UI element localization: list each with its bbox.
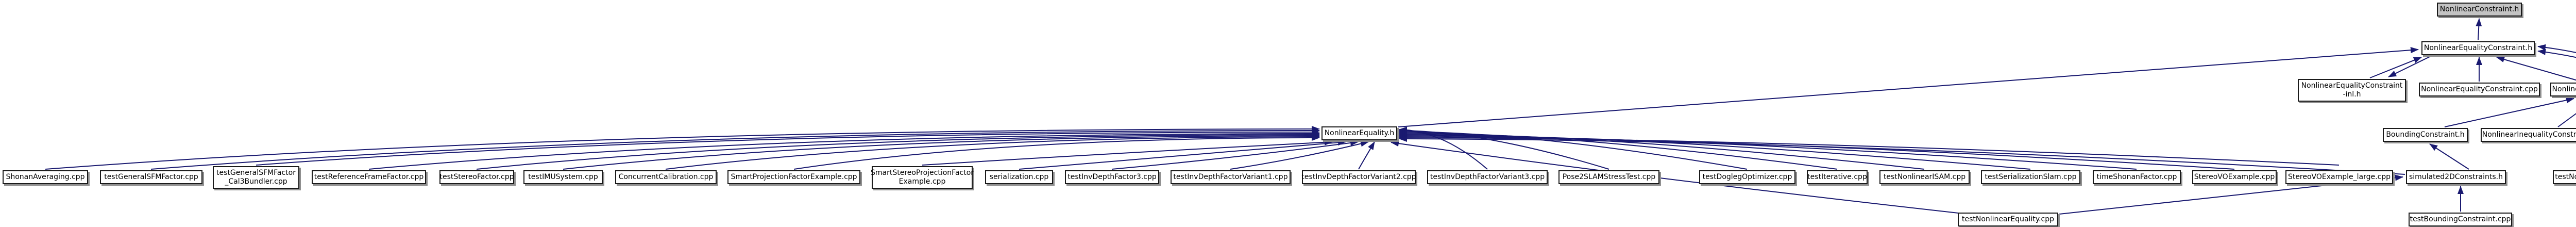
graph-node-tbc_cpp[interactable]: testBoundingConstraint.cpp [2409, 213, 2512, 226]
edge-f21-to-ne_h [1399, 134, 2235, 170]
edge-f02-to-ne_h [150, 127, 1320, 170]
graph-node-ne_h[interactable]: NonlinearEquality.h [1321, 126, 1397, 140]
edge-f06-to-ne_h [563, 133, 1320, 170]
graph-node-f17[interactable]: testIterative.cpp [1807, 170, 1868, 184]
graph-node-tne_cpp[interactable]: testNonlinearEquality.cpp [1958, 213, 2058, 226]
edge-f19-to-ne_h [1399, 132, 2031, 170]
edge-f23-to-bc_h [2429, 143, 2469, 170]
dependency-edges [45, 18, 2576, 215]
edge-bc_h-to-nineqc_h [2444, 97, 2574, 127]
graph-node-f23[interactable]: simulated2DConstraints.h [2406, 170, 2506, 184]
edge-f08-to-ne_h [793, 135, 1320, 170]
graph-node-f01[interactable]: ShonanAveraging.cpp [3, 170, 88, 184]
graph-node-f04[interactable]: testReferenceFrameFactor.cpp [312, 170, 426, 184]
graph-node-f14[interactable]: testInvDepthFactorVariant3.cpp [1427, 170, 1548, 184]
edge-f07-to-ne_h [665, 134, 1320, 170]
edge-nineqc_h-to-neqc_h [2496, 56, 2576, 81]
graph-node-f21[interactable]: StereoVOExample.cpp [2192, 170, 2277, 184]
edge-nineqc_cpp-to-nineqc_h [2557, 113, 2576, 127]
edge-f09-to-ne_h [922, 139, 1333, 166]
graph-node-f12[interactable]: testInvDepthFactorVariant1.cpp [1171, 170, 1291, 184]
graph-node-f08[interactable]: SmartProjectionFactorExample.cpp [727, 170, 860, 184]
edge-f22-to-ne_h [1399, 135, 2340, 166]
edge-neqc_inl-to-neqc_h [2369, 57, 2422, 78]
edge-f03-to-ne_h [256, 129, 1320, 166]
edge-f12-to-ne_h [1230, 140, 1369, 170]
edge-f13-to-ne_h [1358, 141, 1375, 170]
graph-node-f19[interactable]: testSerializationSlam.cpp [1981, 170, 2080, 184]
graph-node-neqc_h[interactable]: NonlinearEqualityConstraint.h [2421, 41, 2535, 55]
edge-neqc_h-to-neqc_inl [2388, 56, 2431, 77]
graph-node-nineqc_cpp[interactable]: NonlinearInequalityConstraint.cpp [2481, 128, 2576, 142]
edge-f05-to-ne_h [476, 132, 1320, 170]
graph-node-f22[interactable]: StereoVOExample_large.cpp [2285, 170, 2393, 184]
graph-node-nc_h: NonlinearConstraint.h [2437, 3, 2522, 17]
edge-neqc_h-to-nc_h [2476, 18, 2482, 41]
graph-node-f16[interactable]: testDoglegOptimizer.cpp [1699, 170, 1795, 184]
graph-node-f07[interactable]: ConcurrentCalibration.cpp [615, 170, 717, 184]
graph-node-f20[interactable]: timeShonanFactor.cpp [2093, 170, 2181, 184]
edge-ne_h-to-neqc_h [1398, 47, 2419, 127]
graph-node-f13[interactable]: testInvDepthFactorVariant2.cpp [1301, 170, 1416, 184]
graph-node-neqc_cpp[interactable]: NonlinearEqualityConstraint.cpp [2419, 83, 2540, 96]
graph-node-nineqc_h[interactable]: NonlinearInequalityConstraint.h [2550, 83, 2576, 96]
edge-f23-to-ne_h [1399, 136, 2405, 175]
edge-f10-to-ne_h [1019, 139, 1346, 170]
graph-node-f18[interactable]: testNonlinearISAM.cpp [1879, 170, 1970, 184]
graph-node-f09[interactable]: SmartStereoProjectionFactor Example.cpp [871, 166, 974, 189]
edge-f20-to-ne_h [1399, 133, 2137, 170]
graph-node-f15[interactable]: Pose2SLAMStressTest.cpp [1558, 170, 1659, 184]
graph-node-f10[interactable]: serialization.cpp [985, 170, 1053, 184]
edge-f15-to-ne_h [1399, 127, 1609, 170]
edge-f01-to-ne_h [45, 126, 1320, 170]
edge-f04-to-ne_h [368, 131, 1320, 170]
graph-node-bc_h[interactable]: BoundingConstraint.h [2383, 128, 2468, 142]
graph-node-f11[interactable]: testInvDepthFactor3.cpp [1065, 170, 1159, 184]
graph-node-neqc_inl[interactable]: NonlinearEqualityConstraint -inl.h [2298, 79, 2406, 102]
graph-node-f06[interactable]: testIMUSystem.cpp [523, 170, 603, 184]
edge-f18-to-ne_h [1399, 131, 1925, 170]
graph-node-f02[interactable]: testGeneralSFMFactor.cpp [100, 170, 202, 184]
graph-node-f03[interactable]: testGeneralSFMFactor _Cal3Bundler.cpp [213, 166, 299, 189]
edge-f11-to-ne_h [1111, 140, 1359, 170]
edge-f17-to-ne_h [1399, 129, 1838, 170]
graph-node-f24[interactable]: testNonlinearInequalityConstraint.cpp [2553, 170, 2576, 184]
graph-node-f05[interactable]: testStereoFactor.cpp [439, 170, 514, 184]
edge-ce_h-to-neqc_h [2537, 48, 2576, 58]
edge-f16-to-ne_h [1399, 128, 1748, 170]
